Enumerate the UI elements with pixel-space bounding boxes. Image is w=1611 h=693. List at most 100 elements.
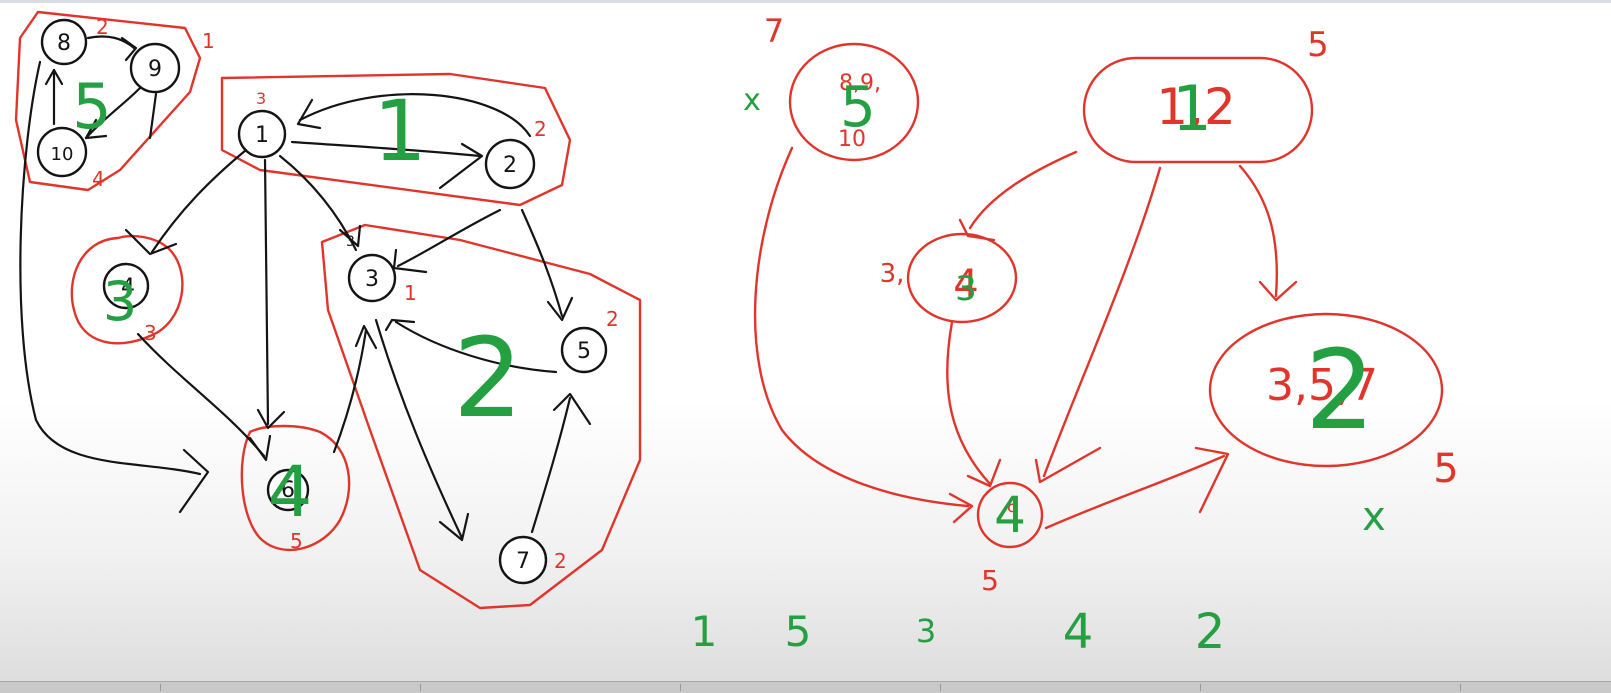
- topological-order-row: 1 5 3 4 2: [691, 604, 1226, 660]
- cnode-members-8-9: 8,9,: [839, 71, 881, 96]
- vertex-label-10: 10: [51, 144, 74, 165]
- vertex-label-1: 1: [255, 123, 269, 148]
- component-label-3-5-7: 2: [453, 314, 523, 442]
- cedge-a-to-6: [753, 146, 970, 508]
- edge-2-1-head: [296, 98, 322, 130]
- edge-1-3: [278, 154, 358, 252]
- cedge-b-to-c-head: [1258, 280, 1298, 302]
- cedge-b-to-6: [1042, 166, 1162, 478]
- edge-6-3: [332, 328, 368, 454]
- cnode-members-3-5-7: 3,5,7: [1266, 360, 1378, 411]
- cnode-tag-5-right: 5: [1433, 446, 1458, 492]
- order-item-5: 2: [1195, 604, 1226, 660]
- cnode-green-4: 3: [955, 269, 977, 309]
- edge-1-4: [150, 148, 248, 254]
- cedge-a-to-6-head: [948, 492, 974, 524]
- tag-1: 3: [256, 89, 266, 108]
- taskbar-separator: [160, 684, 161, 691]
- cnode-members-10: 10: [838, 127, 866, 152]
- edge-9-10-head: [84, 118, 108, 140]
- vertex-circle-4: [102, 262, 150, 310]
- cnode-members-1-2: 1,2: [1156, 78, 1236, 136]
- tag-7: 2: [554, 549, 567, 573]
- edge-7-5-head: [552, 392, 592, 426]
- cnode-outline-4: [906, 232, 1018, 324]
- edge-2-3: [396, 208, 502, 268]
- cedge-b-to-c: [1238, 164, 1279, 298]
- vertex-label-6: 6: [281, 478, 295, 503]
- edge-8-6-head: [178, 448, 210, 514]
- taskbar-separator: [420, 684, 421, 691]
- taskbar-separator: [940, 684, 941, 691]
- cnode-green-8-9-10: 5: [840, 75, 876, 140]
- cedge-4-to-6: [946, 320, 992, 486]
- cnode-tag-5-top: 5: [1307, 25, 1329, 65]
- edge-1-6-head: [256, 408, 286, 430]
- cnode-tag-7: 7: [764, 12, 784, 50]
- edge-7-5: [530, 396, 572, 534]
- edge-2-5: [520, 208, 564, 318]
- cnode-outline-3-5-7: [1208, 312, 1444, 468]
- vertex-label-3: 3: [365, 267, 379, 292]
- cnode-green-6: 4: [994, 486, 1026, 544]
- scc-outline-6: [240, 424, 351, 552]
- cnode-outline-1-2: [1082, 56, 1314, 164]
- tag-group-1: 1: [202, 29, 215, 53]
- component-label-8-9-10: 5: [72, 70, 111, 143]
- cross-mark-right: x: [1362, 494, 1386, 540]
- edge-6-3-head: [354, 324, 378, 350]
- cedge-b-to-6-head: [1034, 446, 1102, 484]
- edge-2-5-head: [546, 296, 574, 322]
- tag-10: 4: [92, 167, 105, 191]
- order-item-1: 1: [691, 607, 718, 656]
- edge-9-tail: [148, 92, 158, 140]
- cnode-members-6: 6: [1006, 496, 1017, 517]
- cedge-b-to-4: [968, 150, 1078, 230]
- vertex-label-2: 2: [503, 153, 517, 178]
- scc-outline-3-5-7: [320, 223, 642, 610]
- order-item-4: 4: [1063, 604, 1094, 660]
- cnode-outline-8-9-10: [788, 42, 920, 162]
- tag-3-small: 3: [346, 234, 355, 250]
- vertex-label-4: 4: [121, 275, 135, 300]
- cedge-6-to-c: [1044, 454, 1226, 530]
- vertex-circle-8: [40, 18, 88, 66]
- edge-4-6: [136, 332, 266, 458]
- vertex-circle-10: [36, 126, 88, 178]
- edge-9-10: [84, 86, 142, 140]
- cnode-green-1-2: 1: [1172, 72, 1211, 145]
- edge-5-3: [394, 320, 558, 374]
- vertex-circle-2: [484, 138, 536, 190]
- edge-1-3-head: [338, 224, 362, 248]
- edge-1-4-head: [124, 228, 178, 256]
- taskbar-strip: [0, 681, 1611, 693]
- edge-2-1: [298, 93, 532, 138]
- scc-outline-8-9-10: [14, 10, 202, 192]
- scc-outline-4: [70, 234, 184, 345]
- scc-outline-1-2: [220, 72, 572, 207]
- cedge-b-to-4-head: [958, 218, 996, 242]
- cedge-4-to-6-head: [966, 458, 1002, 488]
- cnode-members-4: 4: [953, 262, 978, 308]
- edge-8-9-head: [120, 36, 138, 62]
- top-edge: [0, 0, 1611, 3]
- edge-1-2: [290, 140, 482, 158]
- tag-5: 2: [606, 307, 619, 331]
- cnode-green-3-5-7: 2: [1305, 326, 1375, 454]
- edge-3-7-head: [438, 512, 470, 542]
- vertex-circle-3: [347, 253, 397, 303]
- edge-8-6: [19, 60, 202, 476]
- component-label-1-2: 1: [373, 82, 426, 180]
- edge-4-6-head: [248, 434, 272, 462]
- tag-4: 3: [144, 321, 157, 345]
- vertex-label-8: 8: [57, 31, 71, 56]
- cnode-tag-3: 3,: [880, 259, 905, 289]
- vertex-label-7: 7: [516, 549, 530, 574]
- component-label-6: 4: [268, 451, 313, 533]
- order-item-3: 3: [916, 612, 936, 650]
- vertex-label-9: 9: [148, 57, 162, 82]
- cnode-tag-5-bottom: 5: [981, 564, 999, 597]
- tag-3: 1: [404, 281, 417, 305]
- taskbar-separator: [1200, 684, 1201, 691]
